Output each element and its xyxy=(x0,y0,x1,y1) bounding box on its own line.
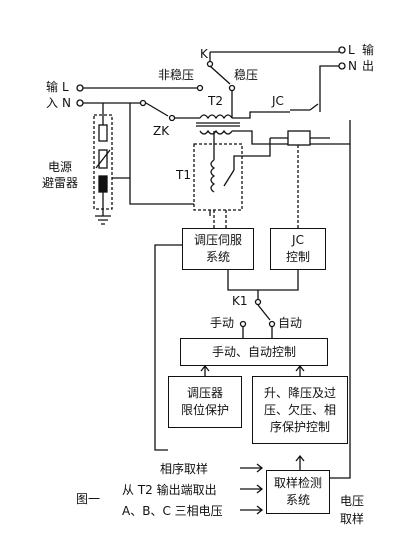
t1-wiper xyxy=(223,169,235,187)
wire-servo-left xyxy=(154,244,182,451)
wire-t1-left xyxy=(129,103,194,205)
zk-blade xyxy=(145,102,169,117)
jc-control-box: JC 控制 xyxy=(270,228,326,270)
jc-relay-coil xyxy=(287,130,311,146)
auto-label: 自动 xyxy=(278,316,303,330)
sampling-text-1: 相序取样 xyxy=(160,462,209,476)
input-label-L: L xyxy=(62,80,69,94)
ground-symbol xyxy=(95,215,111,225)
sampling-detection-box: 取样检测 系统 xyxy=(266,470,330,514)
output-label-out-1: 输 xyxy=(362,43,375,57)
t2-coil2 xyxy=(199,129,233,135)
jc-label: JC xyxy=(272,94,284,108)
arrow-in-1 xyxy=(240,463,264,473)
k1-label: K1 xyxy=(232,294,248,308)
limit-line-1: 调压器 xyxy=(186,386,223,400)
arrester-label-1: 电源 xyxy=(48,160,73,174)
wire-t1-out xyxy=(233,138,271,170)
arrester-element-1 xyxy=(98,124,108,142)
sampling-text-2: 从 T2 输出端取出 xyxy=(122,483,217,497)
input-label-1: 输 xyxy=(46,80,59,94)
output-label-N: N xyxy=(348,59,357,73)
zk-label: ZK xyxy=(153,124,170,138)
t1-coil xyxy=(210,159,216,193)
output-terminal-N xyxy=(338,62,346,70)
voltage-sampling-2: 取样 xyxy=(340,512,365,526)
t2-label: T2 xyxy=(208,94,223,108)
output-label-out-2: 出 xyxy=(362,59,375,73)
voltage-sampling-1: 电压 xyxy=(340,494,365,508)
arrester-element-3 xyxy=(98,175,108,193)
wire-t2-right xyxy=(232,111,290,119)
regulator-limit-box: 调压器 限位保护 xyxy=(168,376,242,428)
figure-label: 图一 xyxy=(76,492,101,506)
arrester-label-2: 避雷器 xyxy=(42,176,79,190)
input-terminal-N xyxy=(76,99,84,107)
output-label-L: L xyxy=(348,43,355,57)
zk-contact-b xyxy=(168,114,176,122)
protect-line-1: 升、降压及过 xyxy=(263,385,336,400)
k1-pivot xyxy=(254,298,262,306)
switch-k-label: K xyxy=(200,47,208,61)
arrow-in-2 xyxy=(240,484,264,494)
jc-contact xyxy=(290,103,319,111)
t1-frame xyxy=(193,143,243,211)
k1-auto xyxy=(268,320,276,328)
wire-voltage-sampling xyxy=(330,144,351,479)
protect-line-2: 压、欠压、相 xyxy=(263,402,336,417)
servo-line-2: 系统 xyxy=(205,250,230,264)
sampling-text-3: A、B、C 三相电压 xyxy=(122,504,223,518)
protect-line-3: 序保护控制 xyxy=(269,419,330,434)
manual-label: 手动 xyxy=(210,316,235,330)
zk-contact-a xyxy=(139,99,147,107)
wire-t2-bottom-right xyxy=(232,120,351,145)
output-terminal-L xyxy=(338,46,346,54)
limit-line-2: 限位保护 xyxy=(180,403,229,417)
sampling-box-line-1: 取样检测 xyxy=(273,476,322,490)
arrow-in-3 xyxy=(240,505,264,515)
manual-auto-control-box: 手动、自动控制 xyxy=(180,338,328,366)
jc-control-line-1: JC xyxy=(292,233,304,247)
k-pivot xyxy=(206,60,214,68)
wire-N-output xyxy=(319,65,339,108)
sampling-box-line-2: 系统 xyxy=(285,493,310,507)
t1-label: T1 xyxy=(176,168,191,182)
stable-label: 稳压 xyxy=(234,68,259,82)
manual-auto-text: 手动、自动控制 xyxy=(211,344,296,359)
wire-jc-down xyxy=(258,270,299,291)
arrester-varistor xyxy=(95,149,111,169)
k-contact-unstable xyxy=(196,84,204,92)
servo-line-1: 调压伺服 xyxy=(193,233,242,247)
mech-link xyxy=(213,210,227,228)
unstable-label: 非稳压 xyxy=(158,68,195,82)
jc-control-line-2: 控制 xyxy=(285,250,310,264)
arrow-limit-up xyxy=(200,364,210,376)
servo-system-box: 调压伺服 系统 xyxy=(182,228,254,270)
input-label-2: 入 xyxy=(46,96,59,110)
k1-manual xyxy=(239,320,247,328)
k-contact-stable xyxy=(228,84,236,92)
wire-servo-down xyxy=(227,270,258,291)
arrow-sampling-up xyxy=(295,454,305,470)
arrow-protect-up xyxy=(295,364,305,376)
input-label-N: N xyxy=(62,96,71,110)
t2-coil xyxy=(199,114,233,120)
k-blade xyxy=(209,65,231,85)
protection-control-box: 升、降压及过 压、欠压、相 序保护控制 xyxy=(252,376,348,444)
input-terminal-L xyxy=(76,84,84,92)
k1-blade xyxy=(257,304,271,321)
